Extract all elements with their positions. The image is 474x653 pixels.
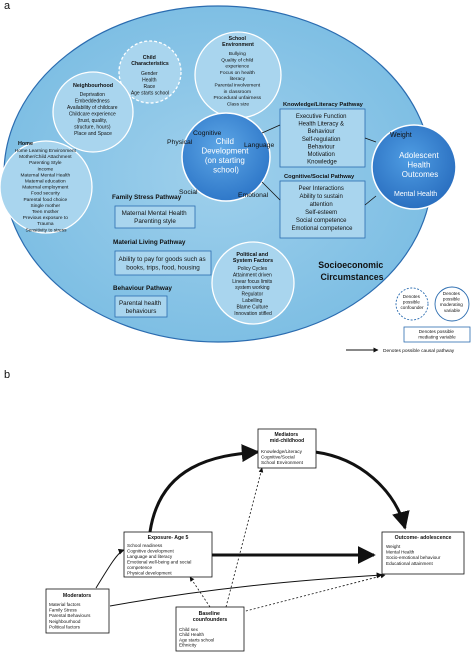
connector-to-cognitive [261, 181, 281, 201]
family-stress-box [114, 205, 196, 229]
physical-label: Physical [167, 139, 193, 146]
arrow-baseline-to-outcome [241, 573, 386, 613]
child-characteristics-list: Gender Health Race Age starts school [131, 71, 169, 97]
material-living-box [114, 250, 212, 276]
political-factors-circle [211, 241, 295, 325]
cognitive-label: Cognitive [193, 130, 222, 137]
cognitive-pathway-box [279, 180, 366, 239]
connector-cognitive-to-outcome [364, 195, 377, 206]
knowledge-pathway-box [279, 108, 366, 168]
socioeconomic-label: Socioeconomic Circumstances [318, 260, 385, 282]
baseline-box [175, 606, 245, 652]
arrow-mediators-to-outcome [314, 450, 410, 530]
family-stress-title: Family Stress Pathway [112, 194, 182, 201]
legend-confounder-label: Denotes possible confounder [401, 294, 424, 310]
outcome-title: Adolescent Health Outcomes [399, 151, 441, 179]
arrow-baseline-to-mediators [225, 467, 264, 608]
cognitive-pathway-list: Peer Interactions Ability to sustain att… [291, 186, 353, 232]
exposure-list: School readiness Cognitive development L… [127, 543, 193, 576]
home-circle [0, 140, 93, 234]
child-characteristics-circle [118, 40, 182, 104]
emotional-label: Emotional [238, 192, 269, 199]
legend-confounder-circle [395, 287, 429, 321]
mediators-title: Mediators mid-childhood [270, 432, 304, 444]
moderators-title: Moderators [63, 593, 91, 599]
arrow-moderators-to-outcome [109, 572, 383, 607]
legend-mediating-box [403, 326, 471, 343]
neighbourhood-list: Deprivation Embeddedness Availability of… [67, 92, 119, 137]
family-stress-list: Maternal Mental Health Parenting style [122, 210, 189, 225]
behaviour-pathway-title: Behaviour Pathway [113, 285, 172, 292]
material-living-title: Material Living Pathway [113, 239, 186, 246]
home-list: Home Learning Environment Mother/Child A… [15, 148, 77, 233]
behaviour-pathway-box [114, 295, 168, 318]
legend-mediating-label: Denotes possible mediating variable [418, 329, 456, 340]
legend-moderating-circle [434, 286, 470, 322]
knowledge-pathway-list: Executive Function Health Literacy & Beh… [296, 114, 348, 166]
outcome-box [381, 531, 465, 575]
moderators-list: Material factors Family Stress Parental … [49, 602, 92, 629]
behaviour-pathway-list: Parental health behaviours [119, 300, 163, 315]
arrow-moderators-to-exposure [95, 548, 125, 589]
outcome-box-list: Weight Mental Health Socio-emotional beh… [386, 544, 442, 566]
mediators-box [257, 428, 317, 469]
mediators-list: Knowledge/Literacy Cognitive/Social Scho… [261, 449, 304, 465]
neighbourhood-circle [52, 71, 134, 153]
exposure-box [123, 531, 213, 578]
language-label: Language [244, 142, 274, 149]
outcome-box-title: Outcome- adolescence [395, 535, 452, 541]
cognitive-pathway-title: Cognitive/Social Pathway [284, 174, 355, 180]
knowledge-pathway-title: Knowledge/Literacy Pathway [283, 102, 364, 108]
baseline-list: Child sex Child Health Age starts school… [179, 627, 216, 648]
arrow-exposure-to-mediators [148, 444, 260, 533]
moderators-box [45, 588, 110, 634]
child-development-label: Child Development (on starting school) [201, 137, 250, 175]
panel-b-label: b [4, 369, 10, 381]
outcome-weight-label: Weight [390, 132, 412, 139]
political-factors-list: Policy Cycles Attainment driven Linear f… [232, 266, 273, 317]
exposure-title: Exposure- Age 5 [148, 535, 189, 541]
connector-knowledge-to-outcome [364, 137, 377, 143]
material-living-list: Ability to pay for goods such as books, … [119, 256, 208, 272]
legend-causal-label: Denotes possible causal pathway [383, 348, 455, 354]
social-label: Social [179, 189, 198, 196]
panel-a-label: a [4, 0, 11, 12]
school-environment-title: School Environment [222, 36, 254, 48]
school-environment-list: Bullying Quality of child experience Foc… [214, 51, 263, 107]
connector-to-knowledge [261, 124, 281, 134]
legend-moderating-label: Denotes possible moderating variable [440, 291, 464, 313]
adolescent-outcomes-circle [371, 124, 457, 210]
baseline-title: Baseline counfounders [193, 611, 228, 623]
child-development-circle [181, 112, 271, 202]
home-title: Home [18, 141, 33, 147]
political-factors-title: Political and System Factors [233, 252, 273, 264]
neighbourhood-title: Neighbourhood [73, 83, 113, 89]
child-characteristics-title: Child Characteristics [131, 55, 169, 67]
outcome-mental-health-label: Mental Health [394, 191, 437, 198]
